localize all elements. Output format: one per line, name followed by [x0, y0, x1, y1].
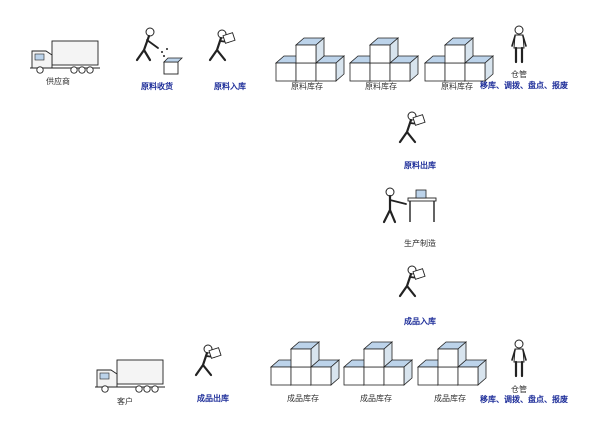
warehouse-keeper-label: 仓管 [511, 70, 527, 79]
product-stock-3-icon [418, 342, 486, 385]
customer-label: 客户 [117, 397, 133, 406]
product-stock-1-icon [271, 342, 339, 385]
material-outbound-label: 原料出库 [404, 161, 436, 170]
product-outbound-worker-icon [194, 343, 223, 377]
material-receiving-label: 原料收货 [141, 82, 173, 91]
product-inbound-label: 成品入库 [404, 317, 436, 326]
material-stock-3-icon [425, 38, 493, 81]
customer-truck-icon [94, 359, 166, 393]
supplier-truck-icon [29, 40, 101, 74]
material-stock-3-label: 原料库存 [441, 82, 473, 91]
material-stock-1-icon [276, 38, 344, 81]
product-stock-2-icon [344, 342, 412, 385]
product-stock-3-label: 成品库存 [434, 394, 466, 403]
receiving-worker-icon [135, 27, 183, 75]
supplier-label: 供应商 [46, 77, 70, 86]
product-warehouse-keeper-label: 仓管 [511, 385, 527, 394]
product-warehouse-keeper-icon [510, 338, 528, 378]
material-stock-2-label: 原料库存 [365, 82, 397, 91]
production-label: 生产制造 [404, 239, 436, 248]
product-stock-1-label: 成品库存 [287, 394, 319, 403]
material-outbound-worker-icon [398, 110, 427, 144]
product-inbound-worker-icon [398, 264, 427, 298]
production-worker-icon [382, 187, 437, 224]
product-keeper-operations-label: 移库、调拨、盘点、报废 [480, 395, 568, 404]
product-outbound-label: 成品出库 [197, 394, 229, 403]
product-stock-2-label: 成品库存 [360, 394, 392, 403]
material-inbound-label: 原料入库 [214, 82, 246, 91]
keeper-operations-label: 移库、调拨、盘点、报废 [480, 81, 568, 90]
material-stock-2-icon [350, 38, 418, 81]
warehouse-keeper-icon [510, 24, 528, 64]
inbound-worker-icon [208, 28, 237, 62]
material-stock-1-label: 原料库存 [291, 82, 323, 91]
